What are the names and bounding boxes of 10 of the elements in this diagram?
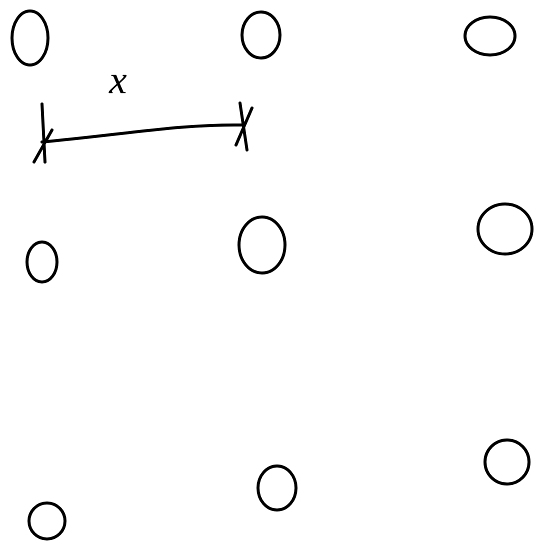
circle bbox=[464, 16, 516, 56]
circle bbox=[476, 202, 534, 256]
circle bbox=[238, 216, 286, 274]
circle bbox=[26, 240, 58, 284]
circle bbox=[484, 438, 530, 486]
circle bbox=[28, 502, 66, 540]
circle bbox=[10, 10, 50, 66]
circle bbox=[240, 10, 282, 60]
circle bbox=[256, 464, 298, 512]
dimension-label: x bbox=[108, 74, 127, 94]
